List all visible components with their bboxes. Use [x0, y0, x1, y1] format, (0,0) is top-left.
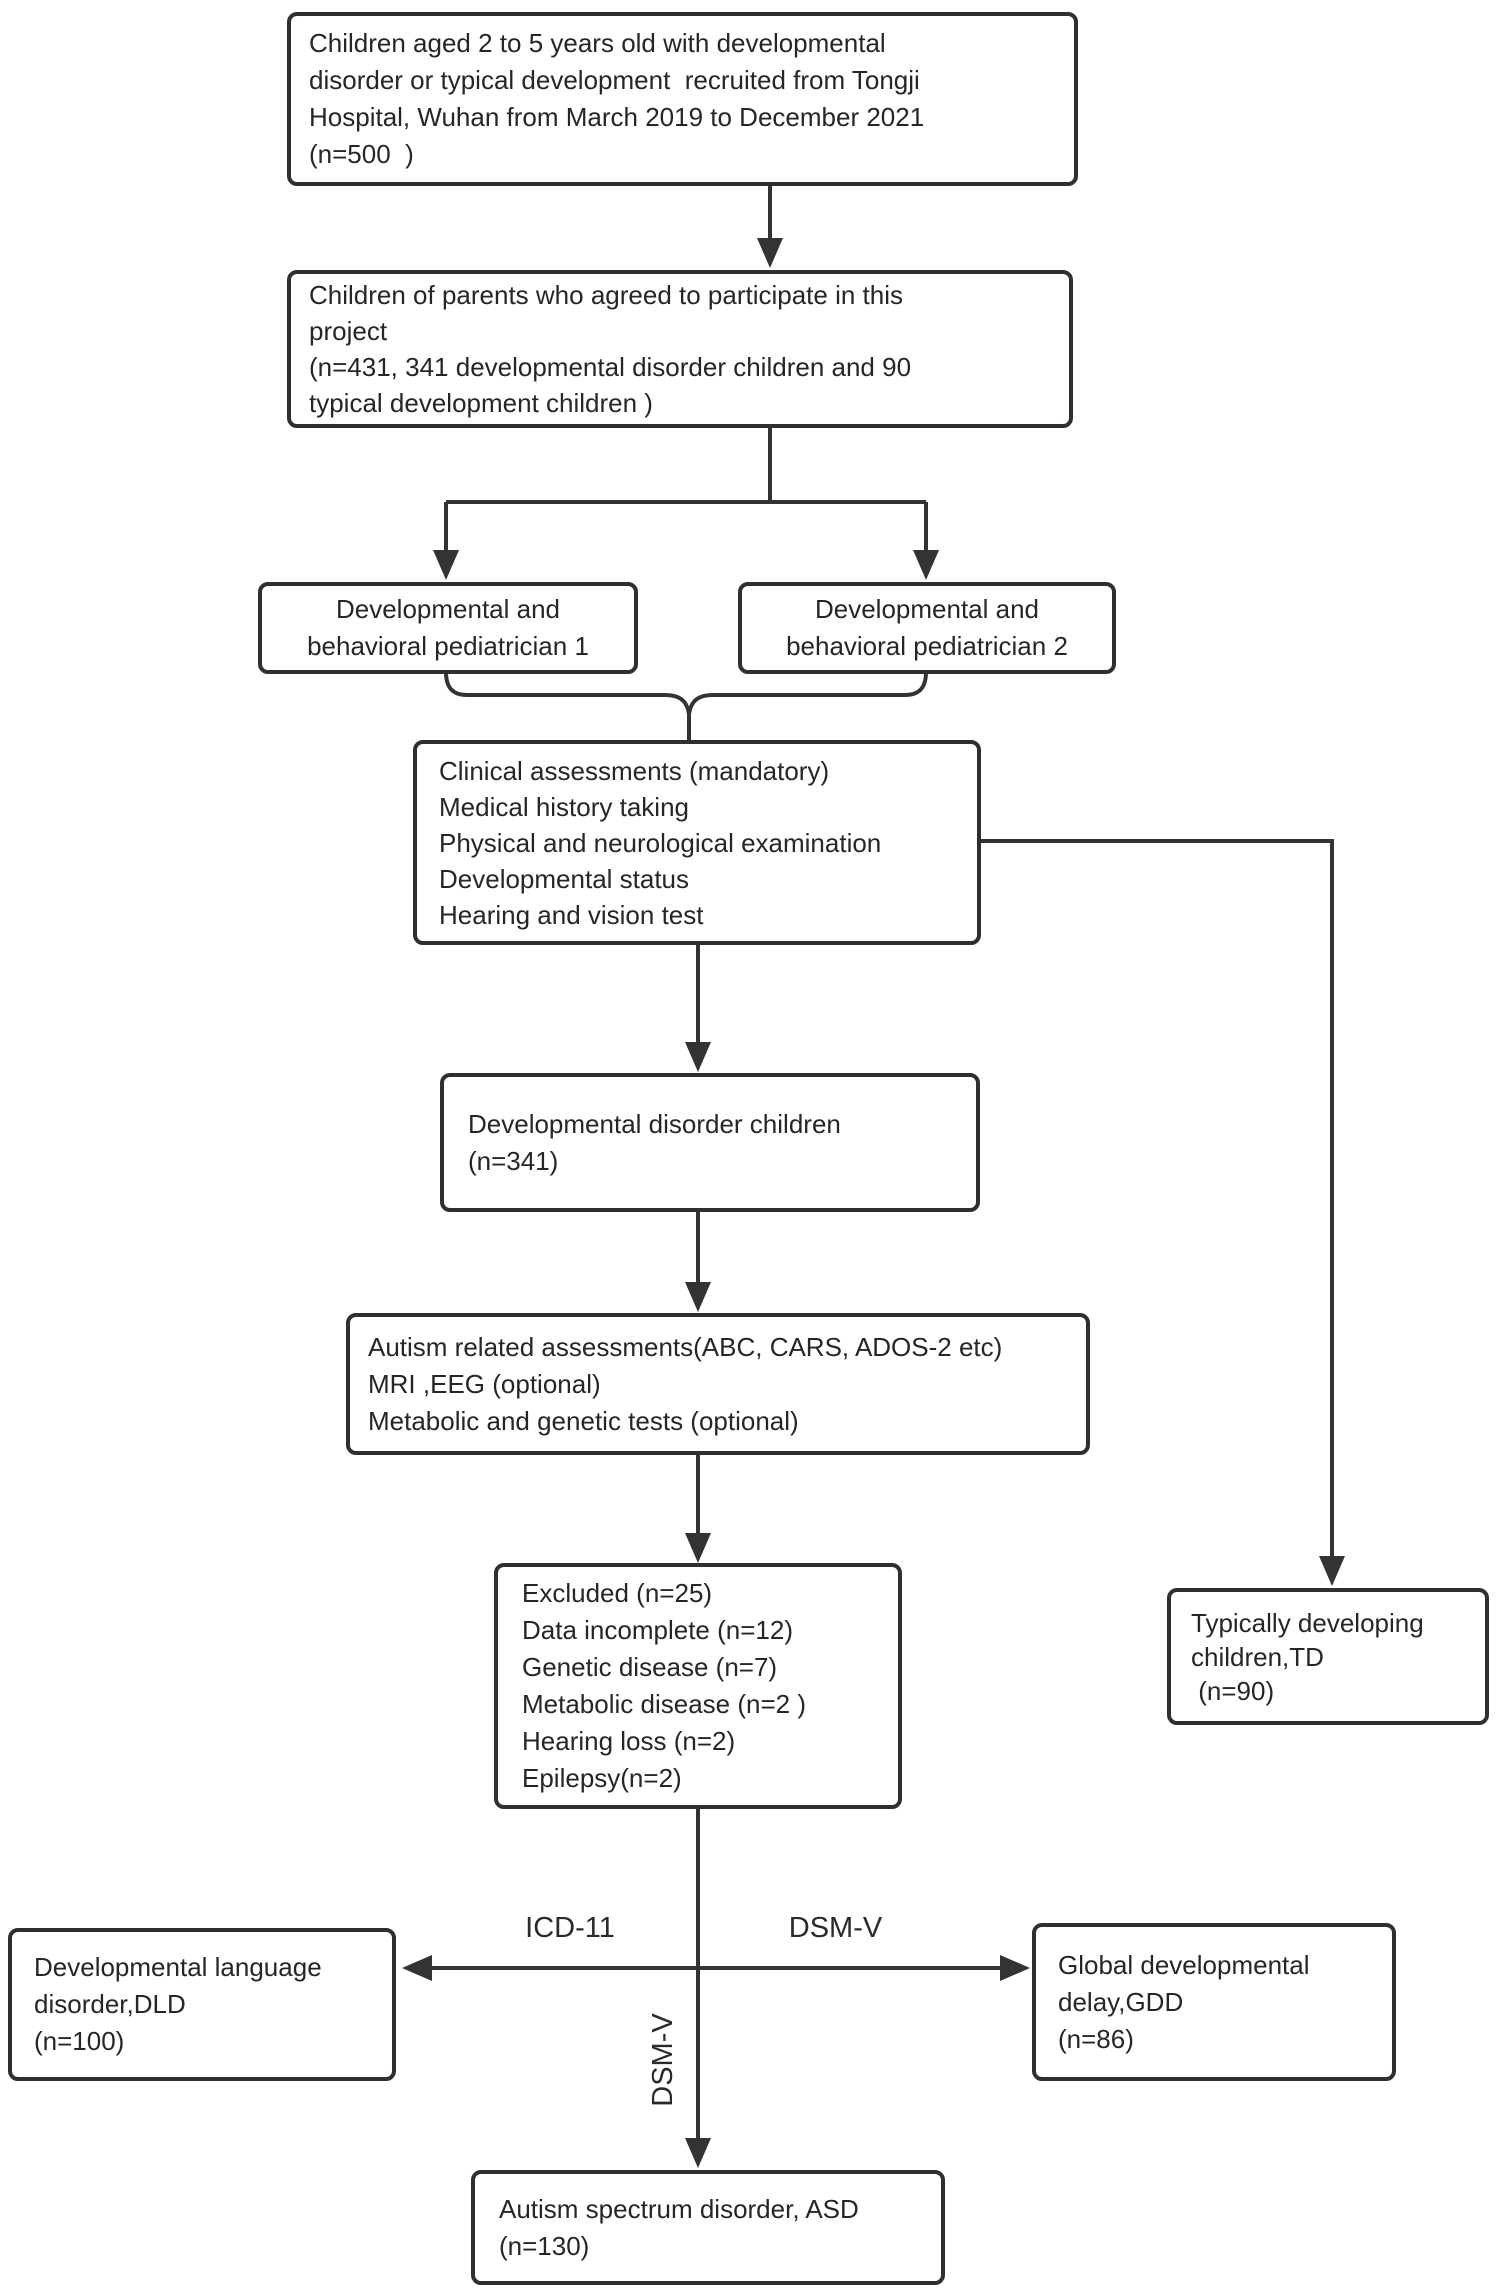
arrow-clinical-to-td — [981, 839, 1345, 1586]
box-developmental-disorder-children: Developmental disorder children (n=341) — [440, 1073, 980, 1212]
edge-label-dsm-v-down: DSM-V — [647, 2013, 679, 2107]
box-dld: Developmental language disorder,DLD (n=1… — [8, 1928, 396, 2081]
box-consented-children: Children of parents who agreed to partic… — [287, 270, 1073, 428]
box-pediatrician-2: Developmental and behavioral pediatricia… — [738, 582, 1116, 674]
arrow-recruited-to-consented — [757, 186, 783, 268]
split-consented-to-pediatricians — [433, 427, 939, 580]
arrow-excluded-to-asd — [685, 1809, 711, 2168]
box-clinical-assessments: Clinical assessments (mandatory) Medical… — [413, 740, 981, 945]
brace-pediatricians-to-clinical — [444, 671, 928, 740]
edge-label-icd-11: ICD-11 — [525, 1912, 615, 1944]
box-gdd: Global developmental delay,GDD (n=86) — [1032, 1923, 1396, 2081]
double-arrow-dld-gdd — [402, 1955, 1030, 1981]
box-asd: Autism spectrum disorder, ASD (n=130) — [471, 2170, 945, 2285]
box-typically-developing-children: Typically developing children,TD (n=90) — [1167, 1588, 1489, 1725]
box-autism-assessments: Autism related assessments(ABC, CARS, AD… — [346, 1313, 1090, 1455]
arrow-clinical-to-dd — [685, 945, 711, 1072]
arrow-dd-to-autism — [685, 1211, 711, 1312]
box-pediatrician-1: Developmental and behavioral pediatricia… — [258, 582, 638, 674]
edge-label-dsm-v-right: DSM-V — [788, 1912, 883, 1944]
arrow-autism-to-excluded — [685, 1455, 711, 1563]
box-excluded: Excluded (n=25) Data incomplete (n=12) G… — [494, 1563, 902, 1809]
box-recruited-children: Children aged 2 to 5 years old with deve… — [287, 12, 1078, 186]
